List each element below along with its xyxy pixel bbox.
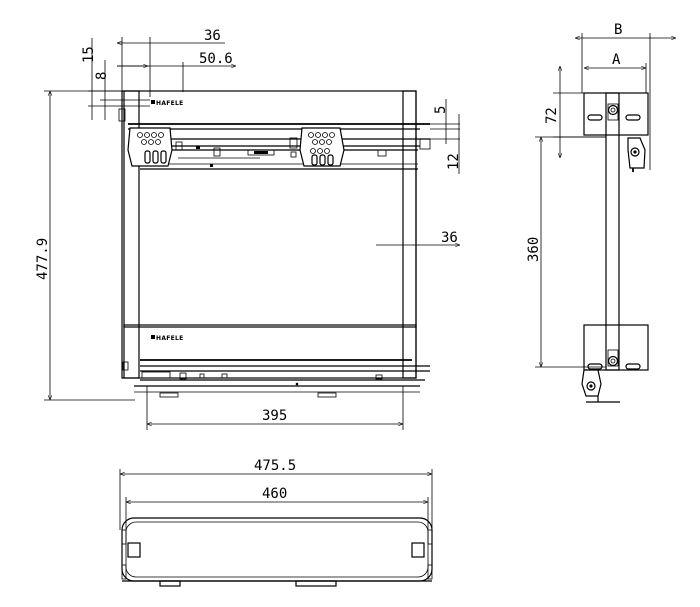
rail-bracket-1 <box>175 141 183 151</box>
left-clamp-holes <box>137 132 167 164</box>
rail-pin <box>210 164 213 167</box>
rail-slot-1 <box>196 146 200 149</box>
dim-72-label: 72 <box>544 107 560 124</box>
left-post <box>123 90 140 379</box>
rail-bracket-4 <box>290 151 297 158</box>
side-bottom-bolt <box>607 355 619 367</box>
dim-50-6-label: 50.6 <box>199 51 233 67</box>
bottom-foot-1 <box>159 392 179 398</box>
bottom-inner-tray <box>125 521 429 578</box>
lower-basket-rim <box>123 324 417 328</box>
dim-36-mid-label: 36 <box>441 230 458 246</box>
side-top-slot-2 <box>625 114 641 121</box>
rail-label-mark <box>254 151 268 154</box>
dim-5-label: 5 <box>433 106 449 114</box>
side-bottom-bracket <box>583 324 649 371</box>
brand-label-bottom: HAFELE <box>156 335 184 342</box>
bottom-slide-4 <box>221 373 228 379</box>
side-top-bolt <box>607 104 619 116</box>
dim-A-label: A <box>612 52 621 68</box>
side-view: B A 72 360 <box>526 22 676 403</box>
front-view: HAFELE HAFELE 36 50.6 <box>35 28 462 430</box>
left-post-clip <box>118 108 126 122</box>
rail-bracket-3 <box>289 137 298 149</box>
bottom-foot-2 <box>317 392 337 398</box>
right-clamp-holes <box>308 132 335 166</box>
bottom-foot-left <box>159 580 181 587</box>
dim-477-9-label: 477.9 <box>35 238 51 280</box>
brand-dot-top <box>151 100 155 104</box>
brand-label-top: HAFELE <box>156 100 184 107</box>
bottom-view: 475.5 460 <box>119 458 433 587</box>
bottom-foot-right <box>295 580 337 587</box>
bottom-slide-5 <box>375 374 383 380</box>
dim-460-label: 460 <box>262 486 287 502</box>
dim-475-5-label: 475.5 <box>254 458 296 474</box>
dim-395-label: 395 <box>262 408 287 424</box>
bottom-left-tab <box>127 542 141 558</box>
bottom-slide-2 <box>179 372 187 380</box>
brand-dot-bottom <box>151 335 155 339</box>
dim-360-label: 360 <box>526 237 542 262</box>
dim-15-label: 15 <box>81 46 97 63</box>
dim-12-label: 12 <box>446 153 462 170</box>
right-rail-cap <box>419 138 431 150</box>
dim-36-top-label: 36 <box>204 28 221 44</box>
bottom-left-clip <box>122 361 129 371</box>
bottom-right-tab <box>411 542 425 558</box>
side-bottom-slot-1 <box>587 363 603 370</box>
rail-bracket-5 <box>377 149 387 157</box>
right-post <box>402 90 417 379</box>
bottom-outer-tray <box>121 517 433 582</box>
rail-bracket-2 <box>213 147 221 157</box>
rail-label-plate <box>247 149 275 156</box>
dim-8-label: 8 <box>94 72 110 80</box>
dim-B-label: B <box>614 22 622 38</box>
bottom-slide-3 <box>199 373 205 379</box>
bottom-slide-1 <box>141 371 171 379</box>
side-top-bracket <box>583 92 649 136</box>
bottom-pin <box>295 382 299 386</box>
side-bottom-slot-2 <box>625 363 641 370</box>
side-top-slot-1 <box>587 114 603 121</box>
